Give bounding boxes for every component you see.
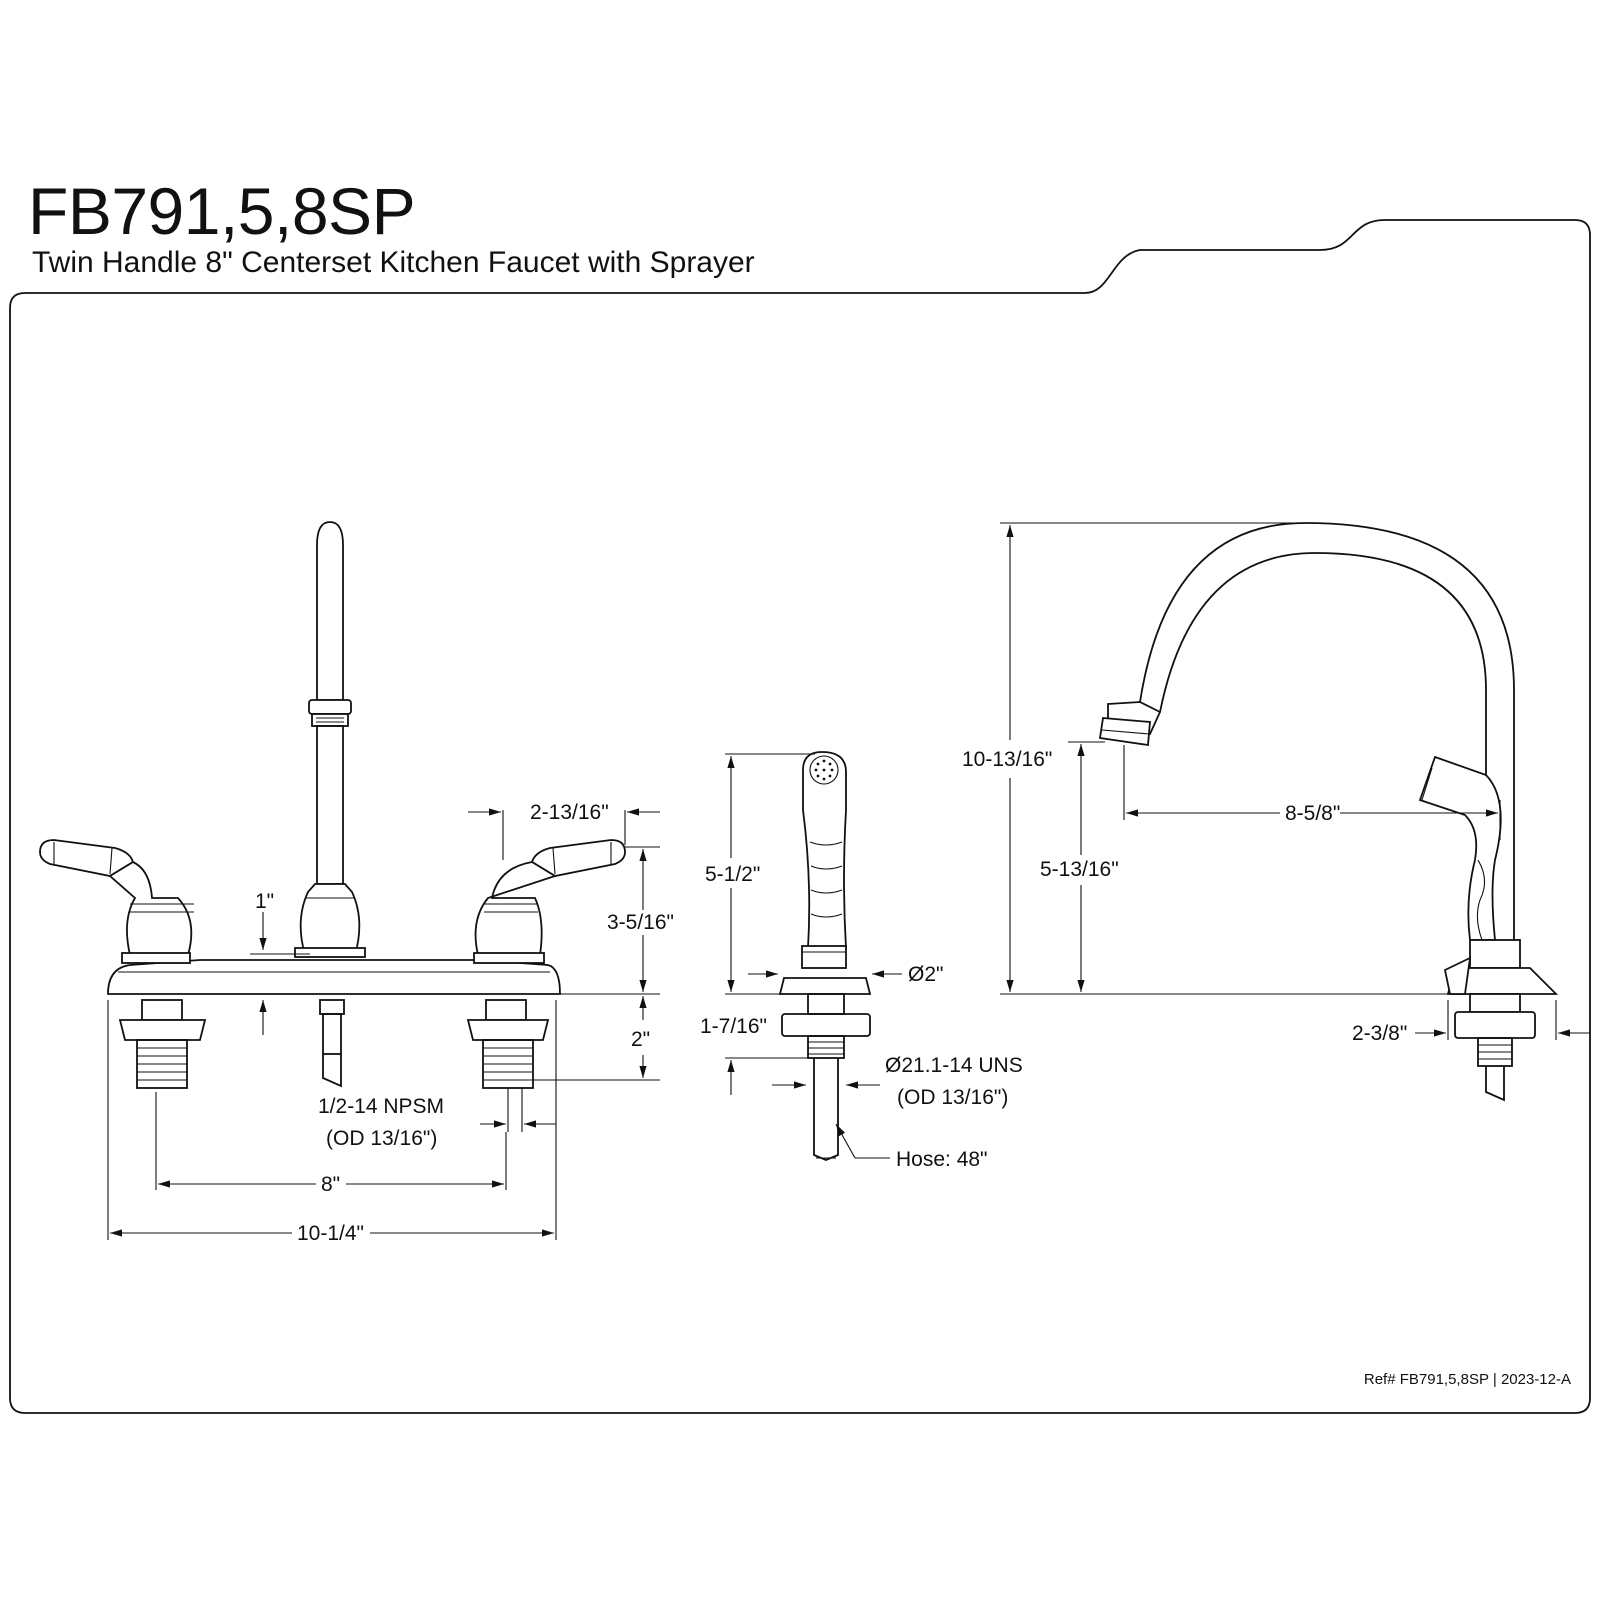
dim-inlet-thread: 1/2-14 NPSM <box>318 1095 444 1118</box>
model-number: FB791,5,8SP <box>28 174 416 248</box>
dim-spout-reach: 8-5/8" <box>1285 802 1340 825</box>
product-description: Twin Handle 8" Centerset Kitchen Faucet … <box>32 246 755 279</box>
reference-separator: | <box>1492 1371 1497 1388</box>
dim-handle-spacing: 2-13/16" <box>530 801 609 824</box>
dim-overall-height: 10-13/16" <box>962 748 1052 771</box>
dim-spout-clearance: 5-13/16" <box>1040 858 1119 881</box>
dim-inlet-od: (OD 13/16") <box>326 1127 437 1150</box>
dim-sprayer-thread-od: (OD 13/16") <box>897 1086 1008 1109</box>
dim-hose-length: Hose: 48" <box>896 1148 988 1171</box>
sprayer-dimensions <box>725 753 902 1159</box>
dim-deck-clearance: 1" <box>255 890 274 913</box>
dim-sprayer-shank-length: 1-7/16" <box>700 1015 767 1038</box>
reference-footer: Ref# FB791,5,8SP | 2023-12-A <box>1364 1371 1571 1388</box>
dim-center-spacing: 8" <box>321 1173 340 1196</box>
dim-sprayer-base-diameter: Ø2" <box>908 963 943 986</box>
dim-shank-length: 2" <box>631 1028 650 1051</box>
front-view-dimensions <box>107 808 660 1240</box>
reference-number: Ref# FB791,5,8SP <box>1363 1371 1489 1388</box>
dim-overall-width: 10-1/4" <box>297 1222 364 1245</box>
revision-code: 2023-12-A <box>1500 1371 1571 1388</box>
dim-sprayer-height: 5-1/2" <box>705 863 760 886</box>
side-view-dimensions <box>1000 522 1590 1040</box>
sprayer-view <box>778 751 872 1161</box>
front-view-faucet <box>39 521 626 1089</box>
dim-sprayer-thread: Ø21.1-14 UNS <box>885 1054 1023 1077</box>
drawing-frame <box>9 219 1591 1414</box>
side-view-faucet <box>1098 522 1559 1102</box>
dim-base-depth: 2-3/8" <box>1352 1022 1407 1045</box>
dim-handle-height: 3-5/16" <box>607 911 674 934</box>
